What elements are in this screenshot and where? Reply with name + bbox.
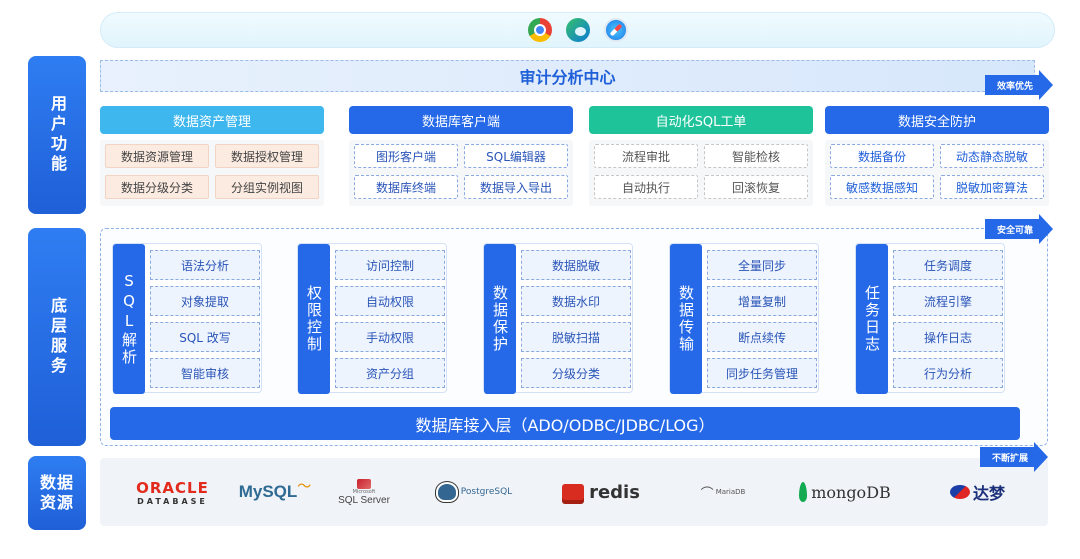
- mariadb-logo: ⌒ MariaDB: [688, 470, 758, 514]
- function-item: 回滚恢复: [704, 175, 808, 199]
- function-item: 流程审批: [594, 144, 698, 168]
- sidebar-base-services: 底层服务: [28, 228, 86, 446]
- function-item: 自动执行: [594, 175, 698, 199]
- dameng-icon: [949, 485, 970, 499]
- browser-bar: [100, 12, 1055, 48]
- function-item: 数据资源管理: [105, 144, 209, 168]
- service-label: 权限控制: [298, 244, 330, 394]
- service-label-text: 任务日志: [863, 285, 881, 353]
- service-item: 断点续传: [707, 322, 817, 352]
- service-label-text: 权限控制: [305, 285, 323, 353]
- service-column: 数据传输全量同步增量复制断点续传同步任务管理: [669, 243, 819, 394]
- service-label-text: SQL解析: [120, 272, 138, 366]
- function-item: 图形客户端: [354, 144, 458, 168]
- elephant-icon: [435, 482, 458, 502]
- function-item: 数据导入导出: [464, 175, 568, 199]
- leaf-icon: [799, 482, 808, 502]
- sqlserver-logo: Microsoft SQL Server: [338, 470, 390, 514]
- group-items-area: 数据备份动态静态脱敏敏感数据感知脱敏加密算法: [825, 140, 1049, 206]
- oracle-logo: ORACLE DATABASE: [136, 478, 209, 506]
- service-item: 对象提取: [150, 286, 260, 316]
- function-item: 智能检核: [704, 144, 808, 168]
- service-item: 手动权限: [335, 322, 445, 352]
- redis-logo: redis: [556, 470, 646, 514]
- service-item: 同步任务管理: [707, 358, 817, 388]
- expand-arrow: 不断扩展: [980, 442, 1049, 472]
- service-item: 分级分类: [521, 358, 631, 388]
- dameng-logo: 达梦: [940, 470, 1015, 514]
- mysql-logo: MySQL 〜: [239, 470, 312, 514]
- efficiency-arrow: 效率优先: [985, 70, 1054, 100]
- service-column: 权限控制访问控制自动权限手动权限资产分组: [297, 243, 447, 394]
- service-item: 增量复制: [707, 286, 817, 316]
- dolphin-icon: 〜: [297, 479, 312, 495]
- service-column: SQL解析语法分析对象提取 SQL 改写智能审核: [112, 243, 262, 394]
- sqlserver-icon: [357, 478, 371, 489]
- service-label-text: 数据保护: [491, 285, 509, 353]
- safari-icon: [603, 18, 628, 42]
- group-header: 自动化SQL工单: [589, 106, 813, 134]
- sidebar-user-functions: 用户功能: [28, 56, 86, 214]
- function-item: 动态静态脱敏: [940, 144, 1044, 168]
- audit-center-title: 审计分析中心: [100, 60, 1035, 92]
- service-item: SQL 改写: [150, 322, 260, 352]
- group-header: 数据库客户端: [349, 106, 573, 134]
- service-item: 脱敏扫描: [521, 322, 631, 352]
- redis-icon: [562, 484, 585, 500]
- service-item: 数据脱敏: [521, 250, 631, 280]
- service-item: 行为分析: [893, 358, 1003, 388]
- service-column: 任务日志任务调度流程引擎操作日志行为分析: [855, 243, 1005, 394]
- function-item: 数据授权管理: [215, 144, 319, 168]
- group-items-area: 数据资源管理数据授权管理数据分级分类分组实例视图: [100, 140, 324, 206]
- service-label-text: 数据传输: [677, 285, 695, 353]
- function-item: 数据分级分类: [105, 175, 209, 199]
- function-item: 敏感数据感知: [830, 175, 934, 199]
- service-label: 数据传输: [670, 244, 702, 394]
- service-label: 数据保护: [484, 244, 516, 394]
- service-item: 流程引擎: [893, 286, 1003, 316]
- chrome-icon: [527, 18, 552, 42]
- database-access-layer: 数据库接入层（ADO/ODBC/JDBC/LOG）: [110, 407, 1020, 440]
- postgresql-logo: PostgreSQL: [428, 470, 520, 514]
- function-item: 数据备份: [830, 144, 934, 168]
- mongodb-logo: mongoDB: [790, 470, 900, 514]
- group-header: 数据安全防护: [825, 106, 1049, 134]
- group-header: 数据资产管理: [100, 106, 324, 134]
- group-items-area: 流程审批智能检核自动执行回滚恢复: [589, 140, 813, 206]
- service-label: 任务日志: [856, 244, 888, 394]
- seal-icon: ⌒: [700, 486, 714, 502]
- function-item: 脱敏加密算法: [940, 175, 1044, 199]
- function-item: 数据库终端: [354, 175, 458, 199]
- service-item: 全量同步: [707, 250, 817, 280]
- function-item: SQL编辑器: [464, 144, 568, 168]
- service-item: 资产分组: [335, 358, 445, 388]
- sidebar-data-resources: 数据资源: [28, 456, 86, 530]
- service-item: 操作日志: [893, 322, 1003, 352]
- security-arrow: 安全可靠: [985, 214, 1054, 244]
- service-item: 智能审核: [150, 358, 260, 388]
- service-item: 自动权限: [335, 286, 445, 316]
- service-column: 数据保护数据脱敏数据水印脱敏扫描分级分类: [483, 243, 633, 394]
- service-label: SQL解析: [113, 244, 145, 394]
- service-item: 任务调度: [893, 250, 1003, 280]
- service-item: 语法分析: [150, 250, 260, 280]
- function-item: 分组实例视图: [215, 175, 319, 199]
- service-item: 数据水印: [521, 286, 631, 316]
- edge-icon: [565, 18, 590, 42]
- service-item: 访问控制: [335, 250, 445, 280]
